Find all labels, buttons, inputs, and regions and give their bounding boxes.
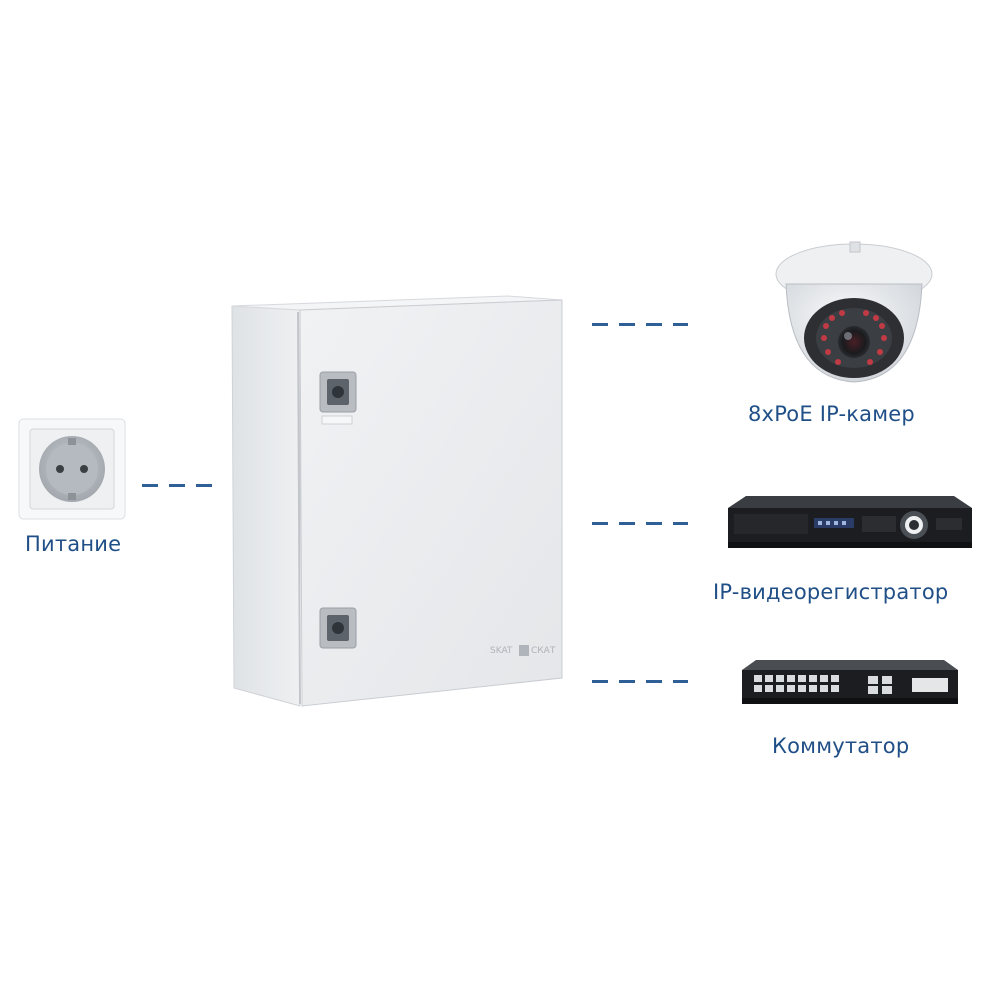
enclosure-cabinet: SKAT СКАТ	[228, 288, 578, 710]
power-socket-image	[18, 418, 126, 520]
dome-camera-image	[772, 238, 936, 386]
camera-label: 8xPoE IP-камер	[748, 402, 915, 426]
connector-power	[142, 484, 212, 487]
connector-switch	[592, 680, 688, 683]
nvr-image	[726, 494, 974, 550]
connector-nvr	[592, 522, 688, 525]
cabinet-brand-right: СКАТ	[531, 646, 556, 656]
switch-label: Коммутатор	[772, 734, 910, 758]
cabinet-brand-left: SKAT	[490, 646, 513, 656]
nvr-label: IP-видеорегистратор	[713, 580, 949, 604]
connector-camera	[592, 323, 688, 326]
power-label: Питание	[25, 532, 122, 556]
network-switch-image	[740, 658, 960, 706]
